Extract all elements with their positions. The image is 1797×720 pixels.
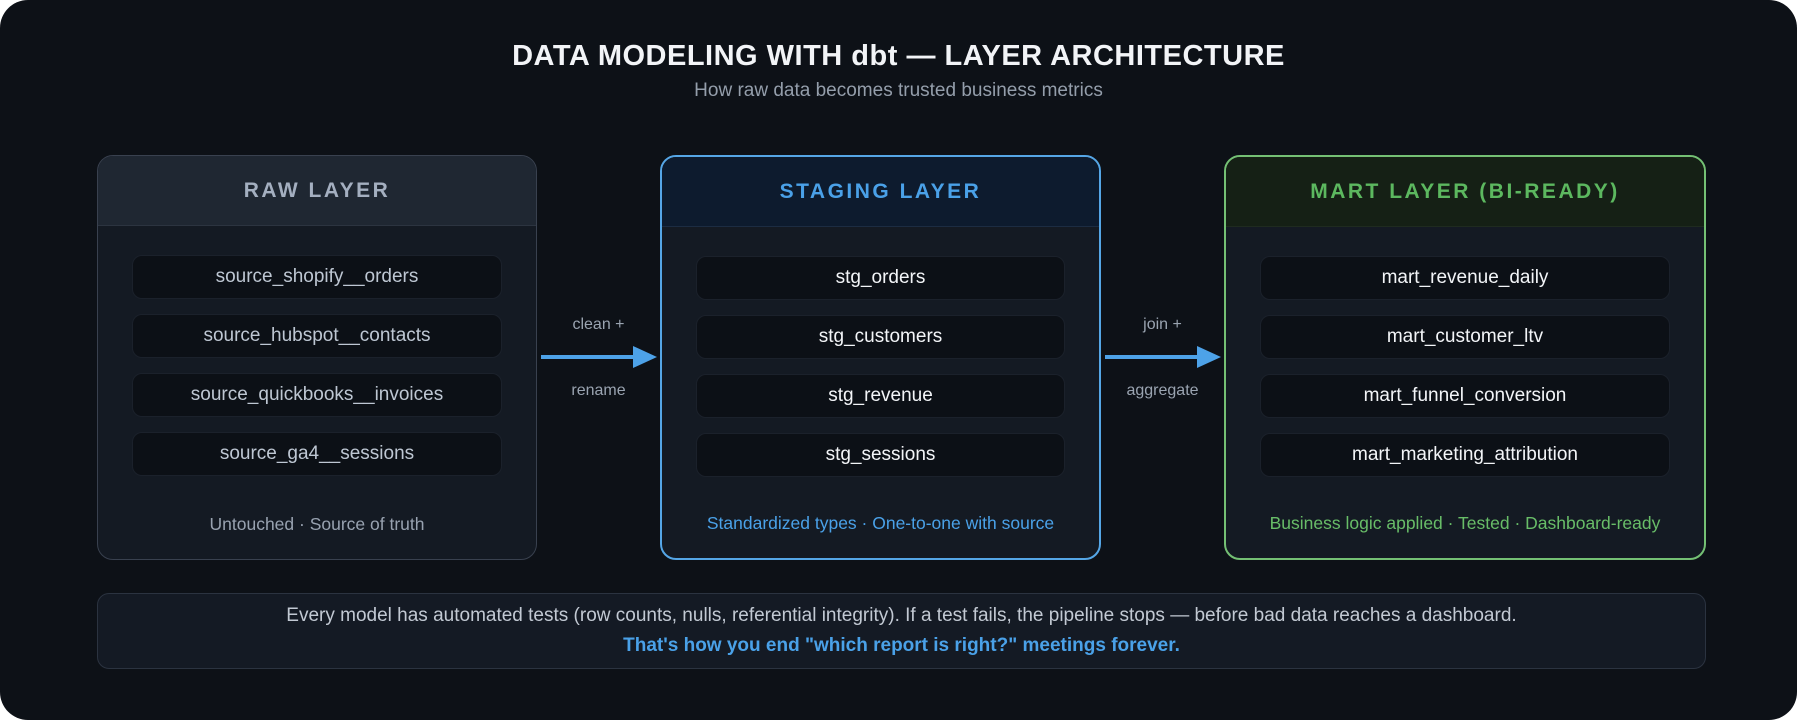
tests-banner: Every model has automated tests (row cou… [97, 593, 1706, 669]
card-staging-footer: Standardized types · One-to-one with sou… [706, 513, 1055, 533]
arrow-head [1196, 345, 1221, 368]
arrow-clean-rename: clean + rename [537, 155, 660, 560]
banner-text-primary: Every model has automated tests (row cou… [286, 605, 1517, 626]
right-arrow-icon [1104, 345, 1221, 368]
model-item: source_ga4__sessions [132, 432, 502, 476]
card-raw-title: RAW LAYER [98, 156, 536, 226]
model-item: source_quickbooks__invoices [132, 373, 502, 417]
model-item: source_hubspot__contacts [132, 314, 502, 358]
arrow-join-aggregate: join + aggregate [1101, 155, 1224, 560]
layer-diagram: RAW LAYER source_shopify__orders source_… [97, 155, 1706, 560]
model-item: stg_orders [696, 256, 1065, 300]
model-item: stg_customers [696, 315, 1065, 359]
card-mart-title: MART LAYER (BI-READY) [1226, 157, 1704, 227]
card-staging-body: stg_orders stg_customers stg_revenue stg… [662, 227, 1099, 558]
card-staging-title: STAGING LAYER [662, 157, 1099, 227]
model-item: source_shopify__orders [132, 255, 502, 299]
page-subtitle: How raw data becomes trusted business me… [694, 80, 1103, 101]
card-mart-layer: MART LAYER (BI-READY) mart_revenue_daily… [1224, 155, 1706, 560]
card-staging-layer: STAGING LAYER stg_orders stg_customers s… [660, 155, 1101, 560]
arrow-head [632, 345, 657, 368]
arrow-shaft [1104, 354, 1197, 359]
banner-text-highlight: That's how you end "which report is righ… [623, 635, 1180, 656]
card-mart-body: mart_revenue_daily mart_customer_ltv mar… [1226, 227, 1704, 558]
arrow-label-bottom: rename [571, 381, 626, 399]
model-item: stg_sessions [696, 433, 1065, 477]
model-item: mart_funnel_conversion [1260, 374, 1670, 418]
model-item: mart_marketing_attribution [1260, 433, 1670, 477]
card-raw-footer: Untouched · Source of truth [209, 514, 425, 534]
card-raw-body: source_shopify__orders source_hubspot__c… [98, 226, 536, 559]
page-title: DATA MODELING WITH dbt — LAYER ARCHITECT… [512, 40, 1285, 72]
card-mart-footer: Business logic applied · Tested · Dashbo… [1269, 513, 1661, 533]
arrow-label-top: join + [1143, 315, 1182, 333]
model-item: mart_revenue_daily [1260, 256, 1670, 300]
model-item: stg_revenue [696, 374, 1065, 418]
card-raw-layer: RAW LAYER source_shopify__orders source_… [97, 155, 537, 560]
arrow-label-top: clean + [572, 315, 625, 333]
model-item: mart_customer_ltv [1260, 315, 1670, 359]
arrow-label-bottom: aggregate [1126, 381, 1199, 399]
arrow-shaft [540, 354, 633, 359]
right-arrow-icon [540, 345, 657, 368]
